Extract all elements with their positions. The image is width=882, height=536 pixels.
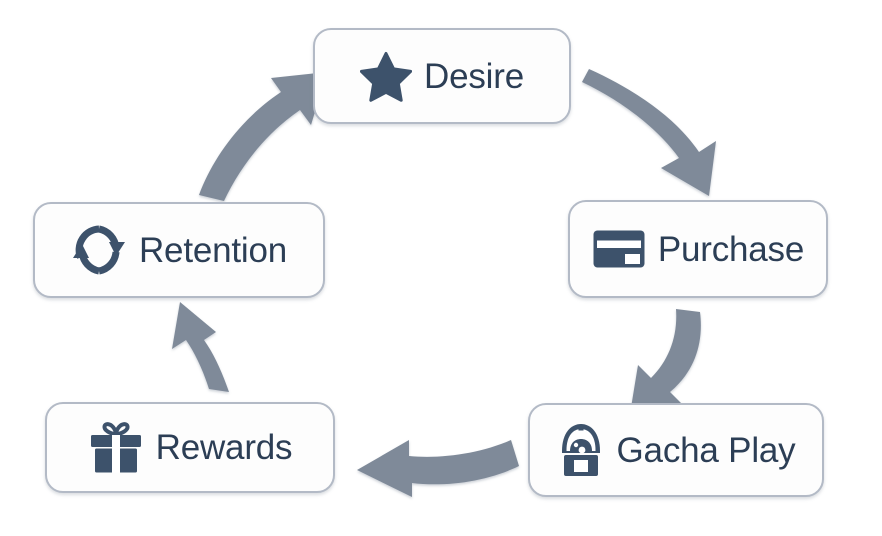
node-label-retention: Retention bbox=[138, 230, 288, 270]
refresh-cycle-icon bbox=[71, 222, 127, 278]
credit-card-icon bbox=[592, 227, 646, 271]
node-rewards[interactable]: Rewards bbox=[45, 402, 335, 493]
node-gacha[interactable]: Gacha Play bbox=[528, 403, 824, 497]
node-desire[interactable]: Desire bbox=[313, 28, 571, 124]
gacha-machine-icon bbox=[557, 421, 605, 479]
node-label-purchase: Purchase bbox=[657, 229, 805, 269]
star-icon bbox=[360, 50, 413, 102]
arrow-retention-to-desire bbox=[199, 72, 327, 201]
arrow-desire-to-purchase bbox=[582, 69, 716, 196]
arrow-purchase-to-gacha bbox=[629, 309, 701, 420]
node-label-rewards: Rewards bbox=[155, 428, 293, 467]
node-retention[interactable]: Retention bbox=[33, 202, 325, 298]
node-purchase[interactable]: Purchase bbox=[568, 200, 828, 298]
arrow-rewards-to-retention bbox=[172, 302, 229, 392]
node-label-desire: Desire bbox=[424, 56, 524, 96]
arrow-gacha-to-rewards bbox=[357, 440, 519, 497]
node-label-gacha-play: Gacha Play bbox=[616, 430, 796, 470]
gift-icon bbox=[88, 421, 144, 475]
